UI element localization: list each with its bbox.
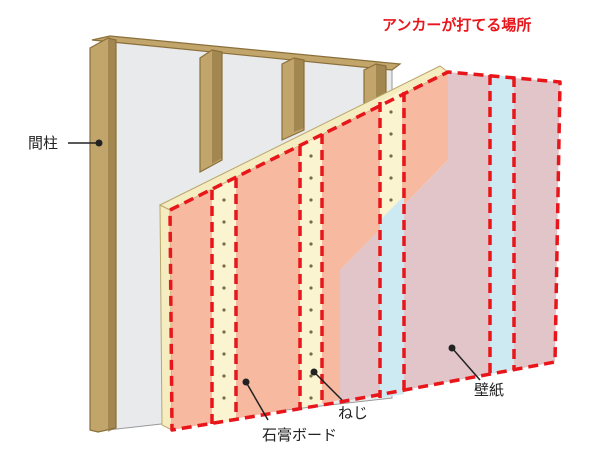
screw-dot [222, 220, 226, 224]
screw-dot [222, 352, 226, 356]
screw-dot [309, 396, 313, 400]
screw-column-3 [389, 110, 393, 202]
label-wallpaper: 壁紙 [474, 381, 504, 399]
label-gypsum-board: 石膏ボード [262, 426, 337, 444]
screw-dot [309, 308, 313, 312]
screw-column-2 [309, 154, 313, 400]
screw-dot [309, 220, 313, 224]
screw-leader [310, 368, 343, 401]
screw-dot [309, 286, 313, 290]
screw-dot [222, 396, 226, 400]
screw-dot [222, 286, 226, 290]
anchor-strip-b [490, 75, 514, 374]
label-screw: ねじ [338, 404, 368, 422]
anchor-zone-outline [168, 70, 562, 432]
screw-dot [309, 154, 313, 158]
screw-dot [222, 330, 226, 334]
screw-dot [389, 176, 393, 180]
wallpaper-leader [448, 344, 481, 381]
anchor-strip-a [380, 196, 404, 398]
diagram-title: アンカーが打てる場所 [382, 16, 531, 34]
screw-dot [309, 264, 313, 268]
stud-leader [68, 139, 103, 147]
label-stud: 間柱 [28, 134, 58, 152]
screw-dot [309, 242, 313, 246]
screw-dot [222, 264, 226, 268]
screw-dot [309, 198, 313, 202]
stud-strip-1 [212, 178, 236, 424]
screw-dot [389, 198, 393, 202]
stud-3 [281, 57, 305, 141]
stud-strip-2 [300, 134, 322, 408]
screw-dot [222, 308, 226, 312]
screw-dot [389, 110, 393, 114]
stud-left [89, 37, 117, 433]
screw-dot [389, 132, 393, 136]
stud-2 [199, 49, 223, 174]
screw-dot [309, 330, 313, 334]
screw-dot [389, 154, 393, 158]
screw-dot [309, 352, 313, 356]
screw-dot [309, 176, 313, 180]
screw-dot [309, 374, 313, 378]
board-leader [242, 378, 269, 421]
screw-dot [222, 198, 226, 202]
screw-column-1 [222, 198, 226, 400]
screw-dot [222, 374, 226, 378]
screw-dot [222, 242, 226, 246]
